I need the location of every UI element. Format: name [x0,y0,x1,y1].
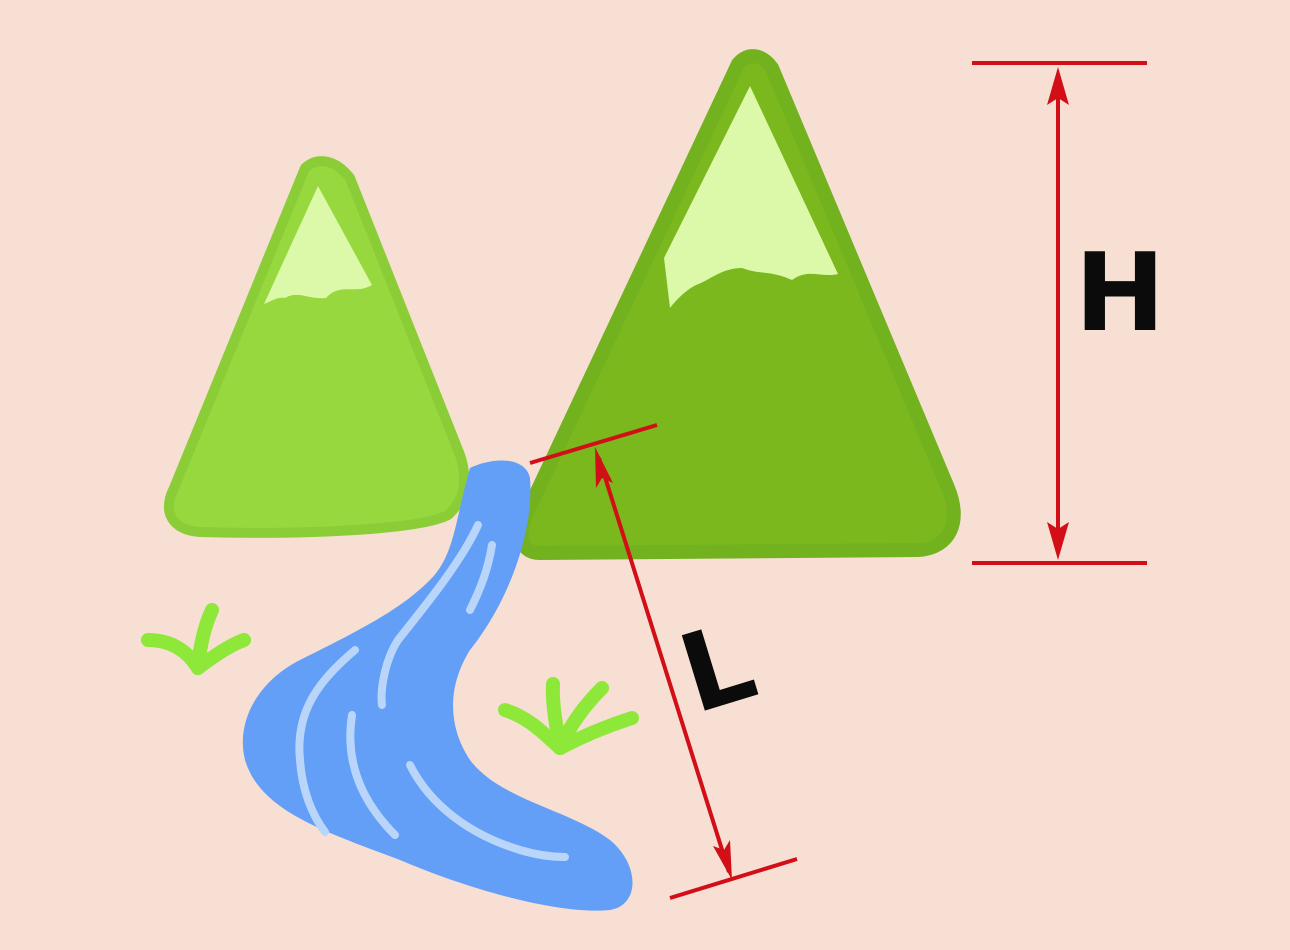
length-bottom-extension-line [669,857,798,900]
length-top-extension-line [529,423,658,465]
small-mountain-body [164,156,470,538]
length-dimension [529,423,798,900]
height-label: H [1075,231,1165,356]
grass-tuft-left [141,603,251,675]
grass-tuft-right [498,677,639,755]
river-highlight [346,711,399,839]
length-arrow-line [597,457,731,873]
height-arrowhead-bottom [1047,522,1069,560]
small-mountain [164,156,470,538]
river [242,460,633,911]
small-mountain-snowcap [264,186,372,304]
height-arrowhead-top [1047,67,1069,105]
river-highlight [466,541,496,614]
river-highlight [295,646,359,836]
large-mountain-snowcap [664,86,838,308]
river-highlight [406,761,569,861]
river-body [242,460,633,911]
length-arrowhead-top [595,447,613,488]
height-dimension [972,61,1147,565]
river-highlight [377,521,482,709]
length-arrowhead-bottom [713,840,732,880]
